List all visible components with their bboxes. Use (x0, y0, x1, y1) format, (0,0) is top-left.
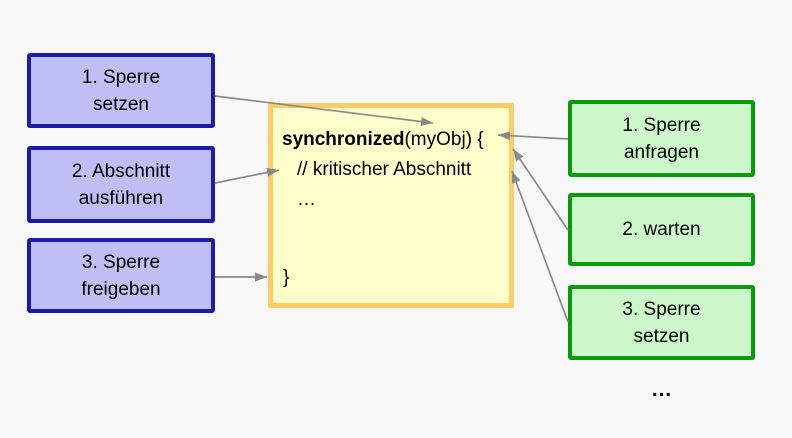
step-label-line: anfragen (623, 141, 699, 163)
right-column-ellipsis: … (651, 378, 672, 401)
step-label-line: setzen (93, 93, 149, 115)
synchronized-code-box: synchronized(myObj) { // kritischer Absc… (268, 103, 514, 308)
step-label-line: 1. Sperre (81, 66, 161, 88)
code-line-ellipsis: … (297, 189, 316, 210)
code-line1-rest: (myObj) { (404, 129, 484, 150)
arrow-warten-to-code (512, 148, 569, 231)
code-closing-brace: } (283, 267, 290, 288)
right-step-3-sperre-setzen: 3. Sperre setzen (568, 285, 755, 360)
step-label-line: 2. warten (622, 219, 701, 240)
code-line-synchronized: synchronized(myObj) { (282, 125, 509, 155)
step-label-line: setzen (633, 325, 690, 347)
right-step-2-warten: 2. warten (568, 193, 755, 266)
step-label-line: 1. Sperre (622, 114, 701, 136)
step-label-line: ausführen (78, 187, 164, 209)
step-label-line: 3. Sperre (622, 298, 701, 320)
right-step-1-sperre-anfragen: 1. Sperre anfragen (568, 100, 755, 177)
code-line-comment: // kritischer Abschnitt (297, 159, 472, 180)
step-label-line: 3. Sperre (81, 251, 161, 273)
left-step-3-sperre-freigeben: 3. Sperre freigeben (27, 238, 215, 313)
left-step-1-sperre-setzen: 1. Sperre setzen (27, 53, 215, 128)
left-step-2-abschnitt-ausfuehren: 2. Abschnitt ausführen (27, 146, 215, 223)
arrow-sperre-setzen-right-to-code (511, 170, 569, 323)
step-label-line: 2. Abschnitt (71, 160, 171, 182)
keyword-synchronized: synchronized (282, 129, 405, 150)
step-label-line: freigeben (81, 278, 161, 300)
